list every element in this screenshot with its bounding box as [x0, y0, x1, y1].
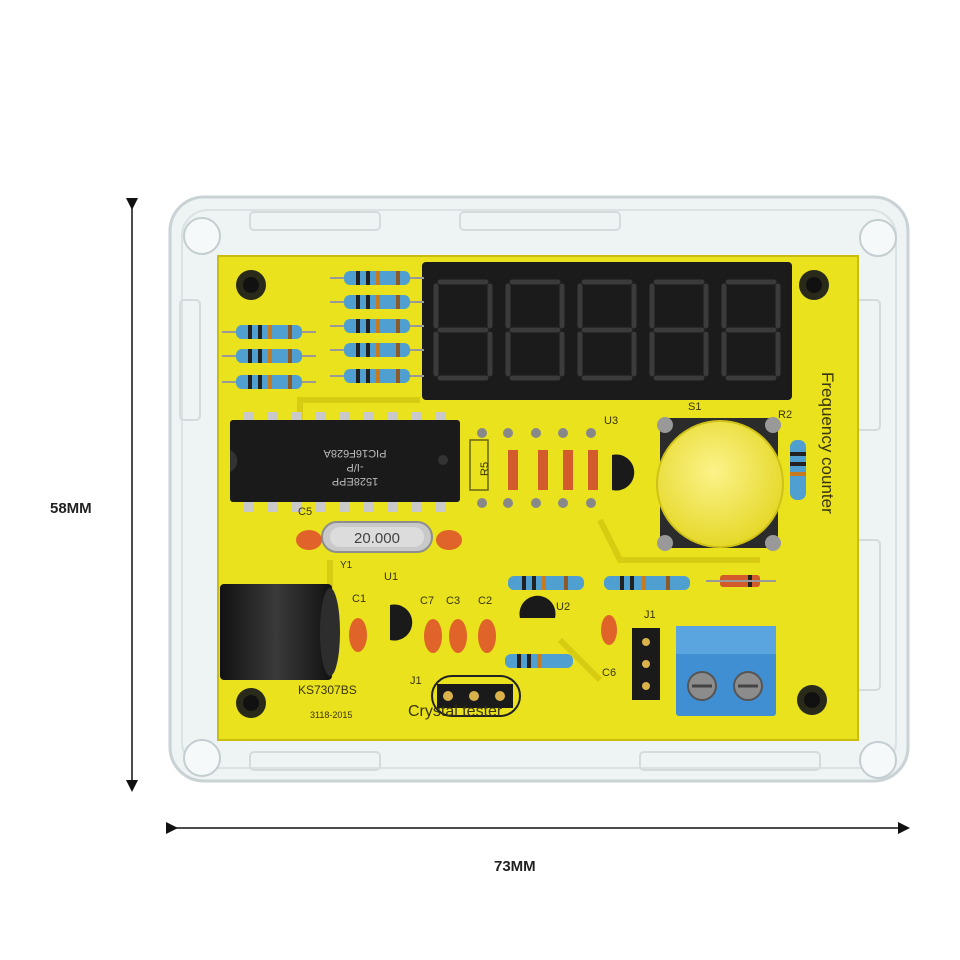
ref-c3: C3	[446, 595, 460, 607]
chip-pin	[244, 500, 254, 512]
chip-pin	[364, 412, 374, 424]
chip-pin	[268, 412, 278, 424]
chip-pin	[436, 500, 446, 512]
board-title: Frequency counter	[818, 372, 837, 514]
ref-u3: U3	[604, 415, 618, 427]
chip-pin	[388, 500, 398, 512]
resistor	[330, 271, 424, 285]
chip-pin	[292, 500, 302, 512]
screw-boss	[859, 741, 897, 779]
seven-segment-display	[422, 262, 792, 400]
screw-terminal	[676, 626, 776, 716]
ref-c1: C1	[352, 593, 366, 605]
chip-pin	[388, 412, 398, 424]
ref-c2: C2	[478, 595, 492, 607]
ref-u1: U1	[384, 571, 398, 583]
crystal-frequency-label: 20.000	[354, 530, 400, 547]
resistor	[330, 369, 424, 383]
kit-code-label: KS7307BS	[298, 683, 357, 697]
push-button	[656, 417, 784, 551]
resistor	[222, 349, 316, 363]
tester-label: Crystal tester	[408, 703, 503, 720]
chip-pin	[412, 500, 422, 512]
screw-boss	[183, 739, 221, 777]
chip-pin	[316, 412, 326, 424]
pin-header	[431, 675, 521, 717]
chip-pin	[316, 500, 326, 512]
diodes-array	[469, 428, 598, 508]
resistor	[330, 319, 424, 333]
screw-boss	[183, 217, 221, 255]
ref-c6: C6	[602, 667, 616, 679]
transistors	[390, 454, 635, 641]
chip-pin	[436, 412, 446, 424]
ref-r2: R2	[778, 409, 792, 421]
ref-u2: U2	[556, 601, 570, 613]
ref-c7: C7	[420, 595, 434, 607]
height-dimension-label: 58MM	[50, 500, 92, 517]
microcontroller-chip: 1528EPP -I/P PIC16F628A	[230, 412, 460, 512]
resistor-r2	[790, 440, 806, 500]
chip-pin	[340, 500, 350, 512]
jumper-j1	[632, 628, 660, 700]
ref-s1: S1	[688, 401, 701, 413]
chip-pin	[292, 412, 302, 424]
resistor	[330, 343, 424, 357]
chip-pin	[364, 500, 374, 512]
resistor-array	[222, 271, 424, 389]
ref-header: J1	[410, 675, 422, 687]
ref-j1: J1	[644, 609, 656, 621]
ref-r5: R5	[479, 462, 491, 476]
ref-c5: C5	[298, 506, 312, 518]
lower-resistors	[505, 575, 776, 668]
crystal-oscillator: 20.000 Y1	[321, 521, 433, 571]
width-dimension-label: 73MM	[494, 858, 536, 875]
chip-marking-line3: 1528EPP	[332, 475, 378, 487]
capacitors	[296, 530, 617, 653]
chip-marking-line2: -I/P	[346, 461, 363, 473]
crystal-ref-label: Y1	[340, 560, 353, 571]
resistor	[222, 325, 316, 339]
chip-pin	[244, 412, 254, 424]
chip-pin	[340, 412, 350, 424]
chip-pin	[412, 412, 422, 424]
resistor	[222, 375, 316, 389]
silkscreen-labels: U3 S1 R2 R5 U1 U2 C1 C7 C3 C2 C5 C6 J1 J…	[298, 372, 837, 720]
date-code-label: 3118-2015	[310, 710, 352, 720]
resistor	[330, 295, 424, 309]
chip-marking-line1: PIC16F628A	[323, 447, 387, 459]
dc-power-jack	[220, 584, 340, 680]
screw-boss	[859, 219, 897, 257]
chip-pin	[268, 500, 278, 512]
